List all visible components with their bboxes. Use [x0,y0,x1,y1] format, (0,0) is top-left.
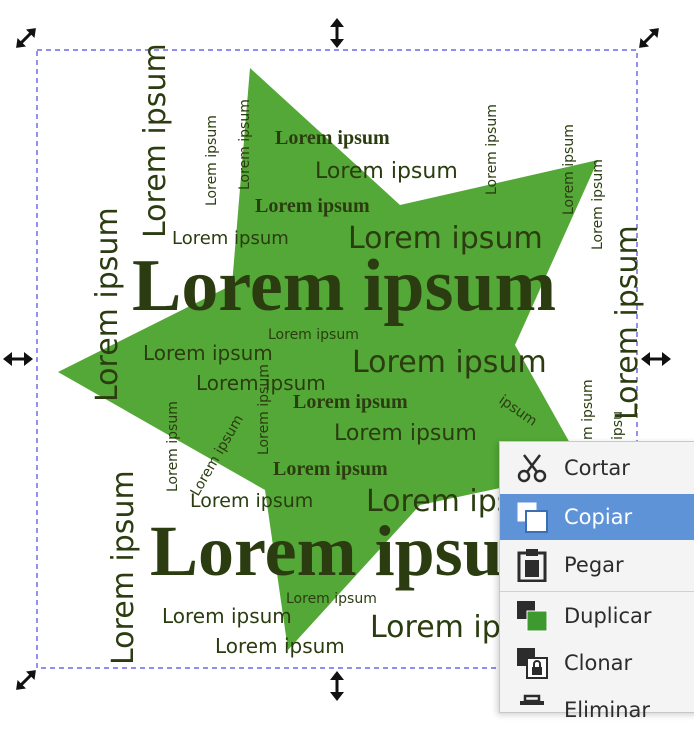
menu-item-copiar[interactable]: Copiar [500,494,694,540]
text-object[interactable]: Lorem ipsum [106,470,141,665]
text-object[interactable]: Lorem ipsum [190,490,313,512]
handle-middle-left[interactable] [3,352,33,366]
copy-icon [514,499,550,535]
menu-item-label: Eliminar [564,698,651,722]
text-object[interactable]: Lorem ipsum [90,207,125,402]
text-object[interactable]: Lorem ipsum [165,401,181,492]
text-object[interactable]: Lorem ipsum [256,364,272,455]
text-object[interactable]: Lorem ipsum [286,591,377,607]
menu-item-pegar[interactable]: Pegar [500,542,694,588]
text-object[interactable]: Lorem ipsum [215,634,345,658]
clone-icon [514,645,550,681]
selection-box [36,49,638,669]
text-object[interactable]: Lorem ipsum [196,371,326,395]
text-object[interactable]: Lorem ipsum [484,104,500,195]
paste-icon [514,547,550,583]
text-object[interactable]: Lorem ipsum [334,421,477,446]
menu-item-eliminar[interactable]: Eliminar [500,687,694,733]
delete-icon [514,692,550,728]
handle-top-right[interactable] [635,24,663,52]
handle-top-left[interactable] [12,24,40,52]
handle-bottom-left[interactable] [12,666,40,694]
menu-item-label: Pegar [564,553,624,577]
text-object[interactable]: Lorem ipsum [172,228,289,249]
text-object[interactable]: Lorem ipsum [204,115,220,206]
text-object[interactable]: Lorem ipsum [561,124,577,215]
text-object[interactable]: Lorem ipsum [132,245,556,327]
text-object-partial[interactable]: ipsu [610,411,626,440]
text-object[interactable]: Lorem ipsum [255,195,370,217]
text-object[interactable]: Lorem ipsum [237,99,253,190]
text-object-partial[interactable]: m ipsum [580,379,596,440]
menu-separator [500,591,694,592]
menu-item-label: Copiar [564,505,633,529]
text-object[interactable]: Lorem ipsum [275,127,390,149]
text-object[interactable]: Lorem ipsum [315,159,458,184]
handle-top-center[interactable] [330,18,344,48]
scissors-icon [514,450,550,486]
menu-item-label: Clonar [564,651,633,675]
duplicate-icon [514,598,550,634]
menu-item-label: Cortar [564,456,630,480]
text-object[interactable]: Lorem ipsum [268,327,359,343]
text-object[interactable]: Lorem ipsum [162,604,292,628]
text-object[interactable]: Lorem ipsum [293,391,408,413]
text-object[interactable]: Lorem ipsum [348,221,543,256]
text-object[interactable]: Lorem ipsum [610,225,645,420]
handle-middle-right[interactable] [641,352,671,366]
text-object[interactable]: Lorem ipsum [590,159,606,250]
drawing-canvas[interactable]: Lorem ipsum Lorem ipsum Lorem ipsum Lore… [0,0,694,704]
text-object[interactable]: Lorem ipsum [352,345,547,380]
text-object[interactable]: Lorem ipsum [150,511,563,591]
text-objects: Lorem ipsum Lorem ipsum Lorem ipsum Lore… [90,43,645,665]
context-menu: Cortar Copiar Pegar Duplicar [499,441,694,722]
text-object[interactable]: Lorem ipsum [273,458,388,480]
text-object[interactable]: Lorem ipsum [143,341,273,365]
menu-item-duplicar[interactable]: Duplicar [500,593,694,639]
star-shape[interactable] [58,68,598,650]
menu-item-cortar[interactable]: Cortar [500,445,694,491]
handle-bottom-center[interactable] [330,671,344,701]
menu-item-label: Duplicar [564,604,652,628]
menu-item-clonar[interactable]: Clonar [500,640,694,686]
text-object[interactable]: Lorem ipsum [138,43,173,238]
